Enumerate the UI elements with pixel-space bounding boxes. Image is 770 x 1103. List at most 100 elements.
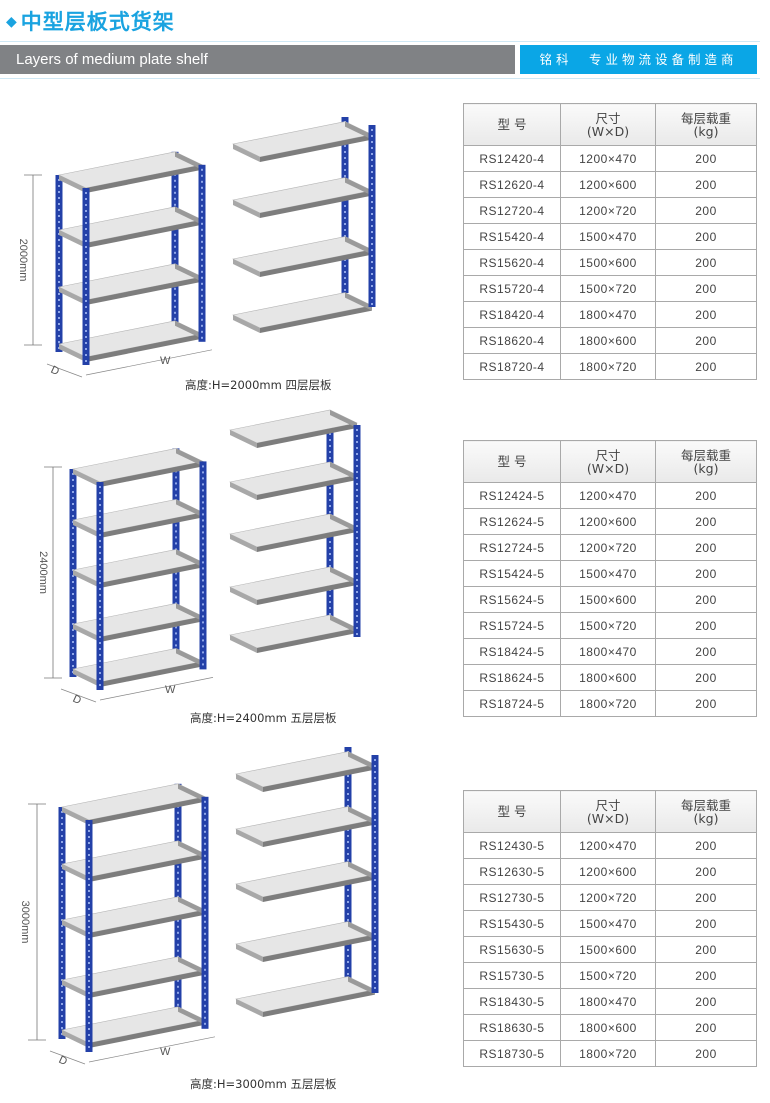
upright-hole: [329, 565, 331, 567]
upright-hole: [204, 950, 206, 953]
upright-hole: [99, 522, 101, 524]
upright-hole: [371, 219, 373, 221]
upright-hole: [374, 807, 376, 809]
upright-hole: [58, 209, 60, 211]
upright-hole: [174, 317, 176, 320]
upright-hole: [374, 885, 376, 887]
upright-hole: [204, 986, 206, 989]
cell-size: 1200×470: [560, 482, 656, 509]
upright-hole: [175, 482, 177, 485]
shelf-side-lip: [348, 751, 375, 770]
upright-hole: [344, 145, 346, 147]
upright-hole: [99, 642, 101, 644]
upright-hole: [201, 324, 203, 327]
upright-hole: [72, 503, 74, 505]
upright-hole: [371, 159, 373, 161]
upright-hole: [204, 956, 206, 959]
upright-hole: [61, 889, 63, 891]
upright-hole: [204, 884, 206, 887]
upright-hole: [371, 285, 373, 287]
upright-hole: [204, 914, 206, 917]
cell-model: RS12720-4: [463, 197, 561, 224]
upright-hole: [204, 980, 206, 983]
table-header-row: 型 号 尺寸(W×D) 每层载重(kg): [463, 440, 757, 483]
cell-model: RS12630-5: [463, 858, 561, 885]
cell-model: RS18720-4: [463, 353, 561, 380]
upright-hole: [175, 626, 177, 629]
height-label: 2400mm: [37, 551, 49, 594]
cell-model: RS15420-4: [463, 223, 561, 250]
header-model-text: 型 号: [497, 804, 527, 819]
upright-hole: [72, 545, 74, 547]
cell-model: RS18624-5: [463, 664, 561, 691]
upright-hole: [61, 925, 63, 927]
upright-hole: [177, 811, 179, 814]
cell-load: 200: [655, 586, 757, 613]
cell-model: RS18724-5: [463, 690, 561, 717]
upright-hole: [202, 621, 204, 624]
upright-hole: [371, 147, 373, 149]
upright-hole: [374, 771, 376, 773]
upright-hole: [371, 237, 373, 239]
upright-hole: [356, 549, 358, 551]
upright-hole: [356, 483, 358, 485]
upright-hole: [356, 507, 358, 509]
upright-hole: [88, 908, 90, 910]
upright-hole: [85, 252, 87, 254]
table-header-row: 型 号 尺寸(W×D) 每层载重(kg): [463, 790, 757, 833]
upright-hole: [61, 853, 63, 855]
upright-hole: [175, 638, 177, 641]
upright-hole: [88, 998, 90, 1000]
upright-hole: [85, 270, 87, 272]
upright-hole: [85, 342, 87, 344]
upright-hole: [204, 992, 206, 995]
upright-hole: [85, 306, 87, 308]
upright-hole: [374, 891, 376, 893]
cell-load: 200: [655, 534, 757, 561]
shelf-front-lip: [89, 909, 205, 938]
upright-hole: [175, 524, 177, 527]
shelf-side-lip: [62, 1030, 89, 1048]
shelf-side-lip: [62, 807, 89, 825]
shelf-side-lip: [230, 430, 257, 448]
upright-hole: [174, 293, 176, 296]
cell-model: RS18430-5: [463, 988, 561, 1015]
cell-size: 1200×470: [560, 145, 656, 172]
cell-load: 200: [655, 962, 757, 989]
upright-hole: [177, 865, 179, 868]
shelf-side-lip: [175, 151, 202, 170]
upright-hole: [374, 933, 376, 935]
upright-hole: [371, 243, 373, 245]
upright-hole: [88, 842, 90, 844]
header-size-text: 尺寸: [595, 447, 621, 463]
upright-hole: [201, 258, 203, 261]
shelf-side-lip: [176, 648, 203, 667]
upright-hole: [356, 441, 358, 443]
upright-hole: [202, 537, 204, 540]
shelf-side-lip: [345, 292, 372, 311]
upright-hole: [174, 191, 176, 194]
upright-hole: [374, 969, 376, 971]
upright-hole: [58, 335, 60, 337]
upright-hole: [329, 553, 331, 555]
shelf-side-lip: [348, 861, 375, 880]
upright-hole: [204, 998, 206, 1001]
upright-hole: [347, 841, 349, 843]
cell-load: 200: [655, 1040, 757, 1067]
upright-hole: [177, 877, 179, 880]
upright-hole: [204, 932, 206, 935]
header-model: 型 号: [463, 103, 561, 146]
upright-hole: [202, 519, 204, 522]
upright-hole: [356, 579, 358, 581]
upright-hole: [204, 848, 206, 851]
upright-hole: [58, 311, 60, 313]
upright-hole: [356, 543, 358, 545]
upright-hole: [177, 925, 179, 928]
upright-hole: [58, 197, 60, 199]
cell-load: 200: [655, 301, 757, 328]
shelf-side-lip: [236, 999, 263, 1017]
height-caption: 高度:H=2000mm 四层层板: [185, 378, 332, 392]
